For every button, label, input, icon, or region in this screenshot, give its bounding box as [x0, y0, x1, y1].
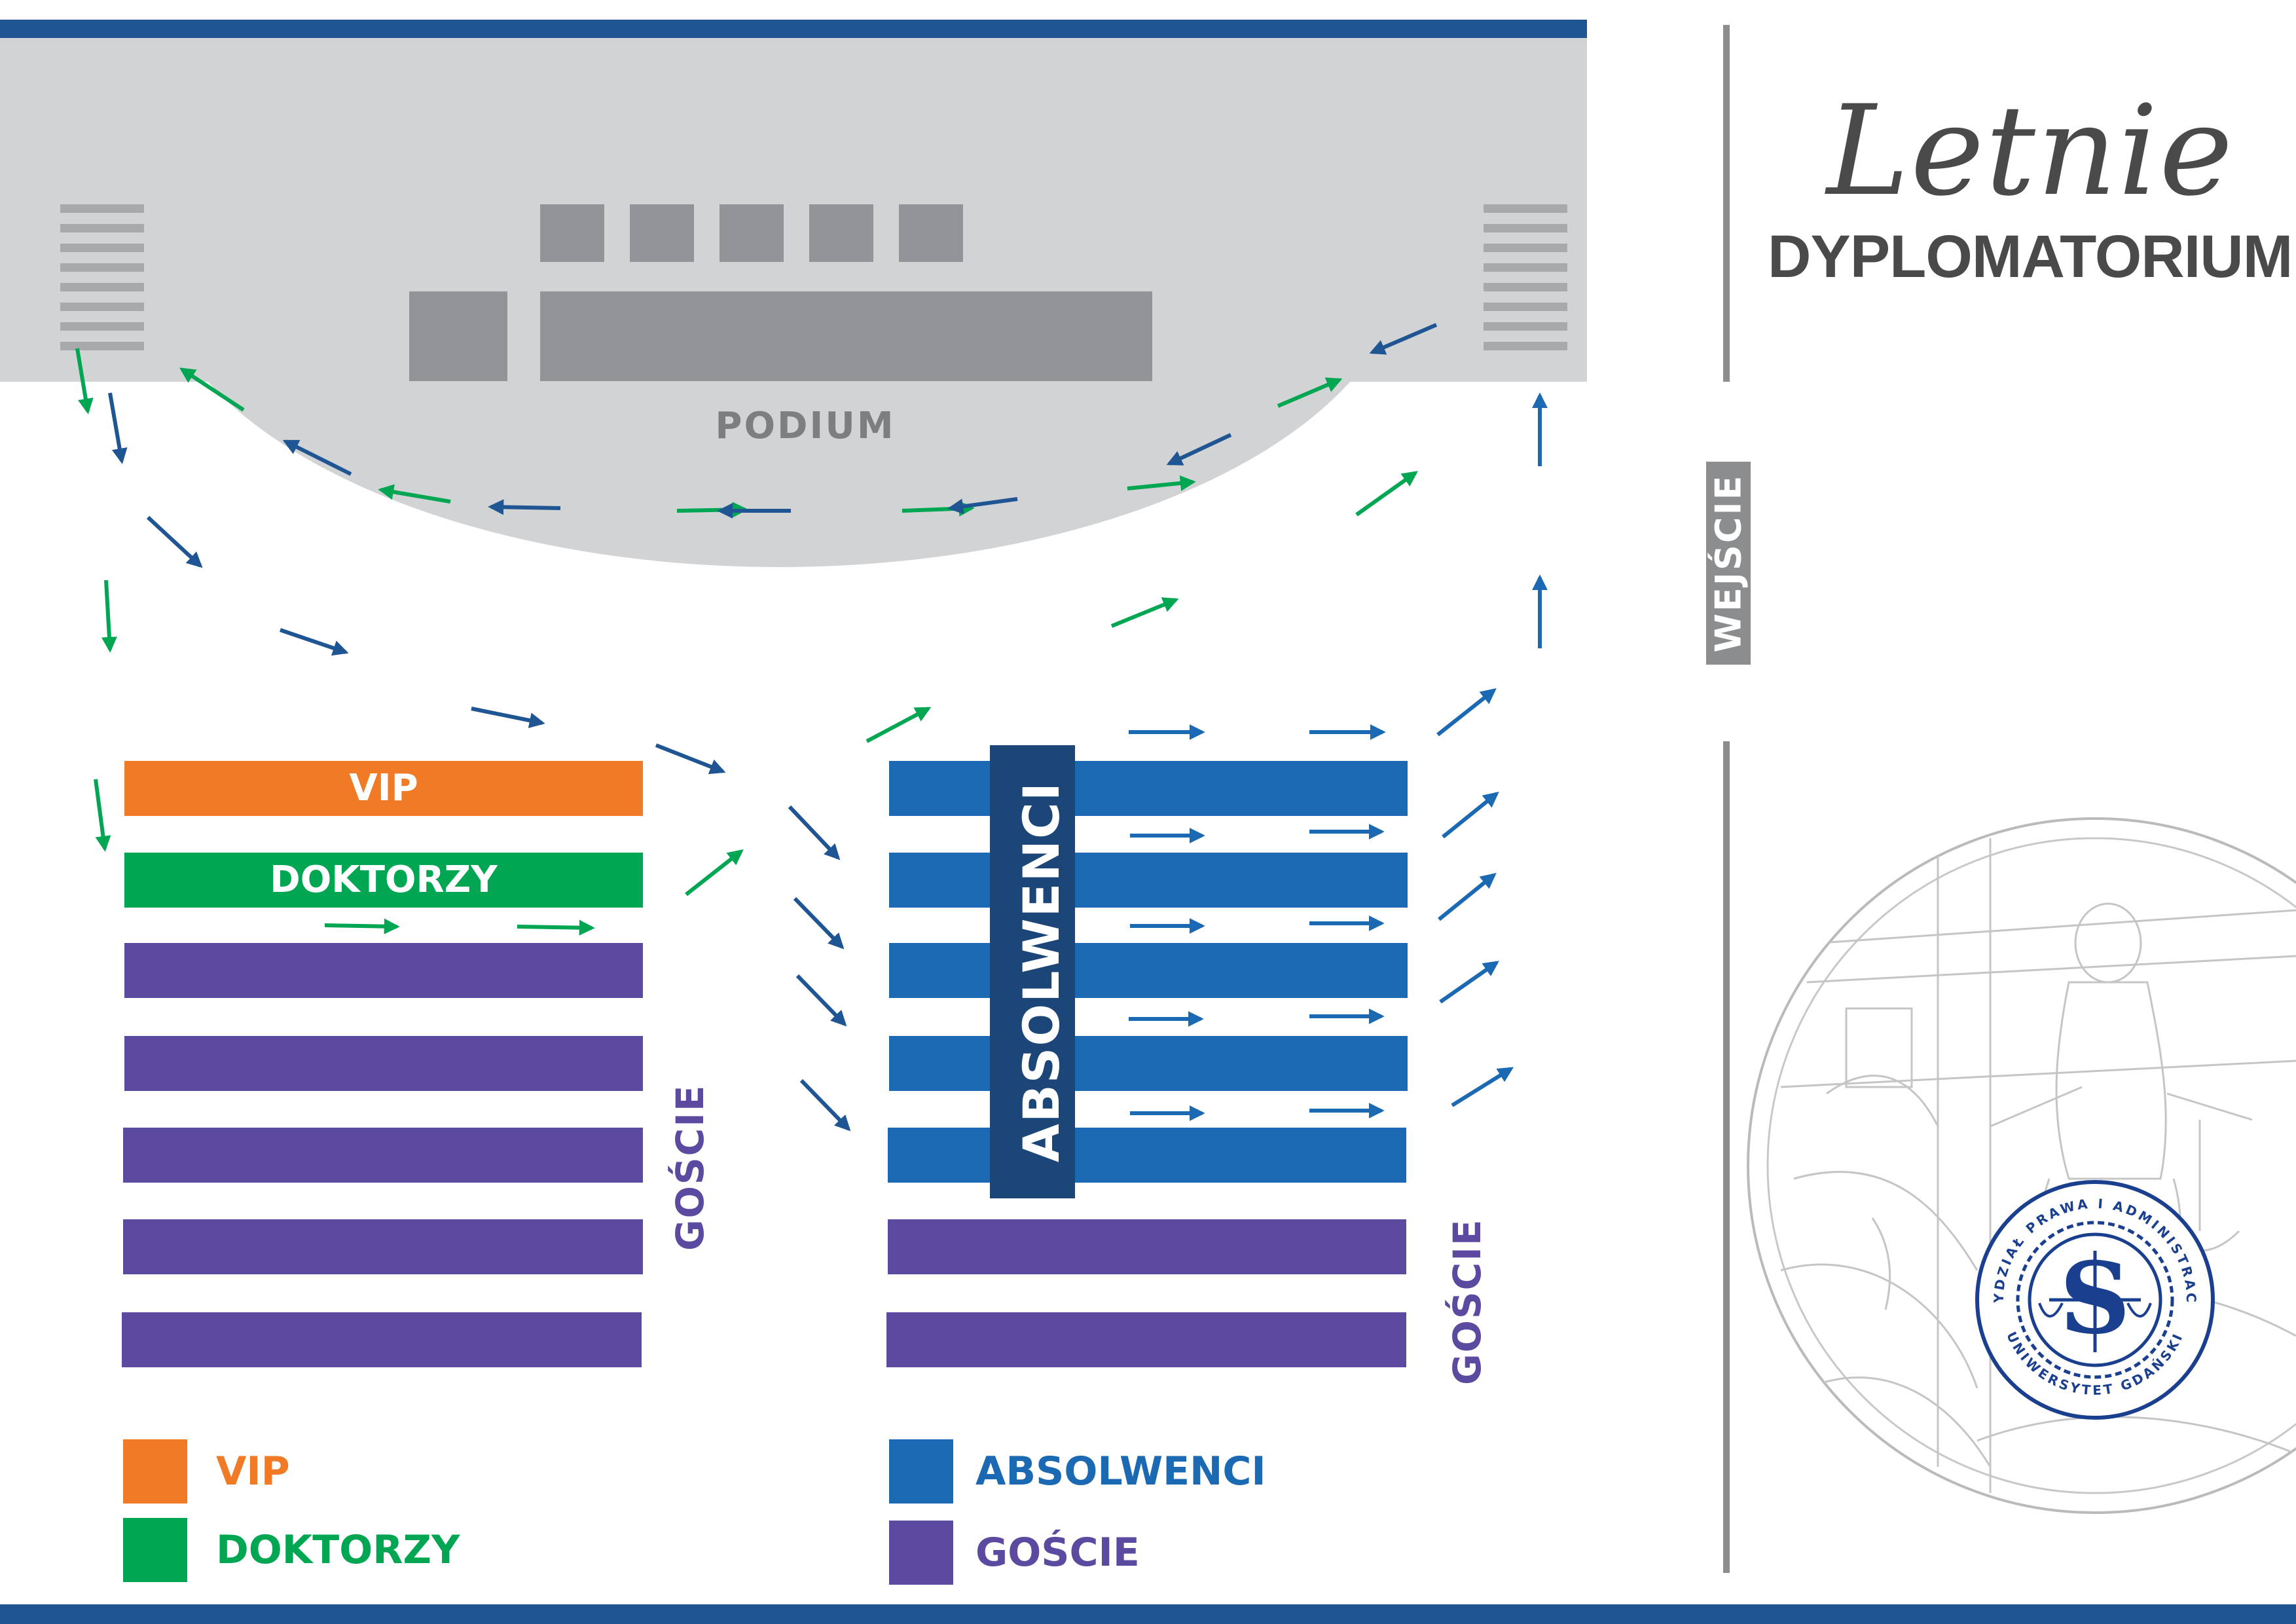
divider-top [1723, 25, 1730, 382]
legend-swatch-vip [123, 1439, 187, 1504]
arrow [788, 805, 841, 860]
row-doktorzy: DOKTORZY [124, 853, 643, 908]
blue-arrows [108, 323, 1438, 1132]
row-goscie [124, 943, 643, 998]
head-table [540, 291, 1152, 381]
legend-swatch-doktorzy [123, 1518, 187, 1582]
arrow [378, 484, 451, 504]
arrow [793, 896, 845, 950]
arrow [1442, 791, 1499, 839]
entrance-sign: WEJŚCIE [1706, 462, 1751, 665]
seal-monogram: S [2060, 1241, 2130, 1356]
arrow [799, 1079, 851, 1132]
arrow [655, 743, 726, 775]
arrow [1436, 688, 1497, 737]
arrow [324, 918, 400, 934]
arrow [282, 439, 352, 476]
arrow [1110, 597, 1179, 628]
arrow [108, 392, 128, 464]
entrance-label: WEJŚCIE [1707, 473, 1749, 653]
arrow [1277, 377, 1343, 408]
flow-arrows [75, 323, 1548, 1132]
arrow [146, 515, 203, 568]
justice-medallion-illustration: S WYDZIAŁ PRAWA I ADMINISTRACJI UNIWERSY… [1741, 812, 2296, 1514]
stage-chair [720, 204, 784, 262]
green-arrows [75, 348, 1418, 936]
row-absolwenci [889, 1036, 1408, 1091]
arrow [866, 707, 932, 743]
legend-label-absolwenci: ABSOLWENCI [975, 1449, 1266, 1494]
stage-chair [540, 204, 604, 262]
row-goscie [124, 1036, 643, 1091]
legend-swatch-absolwenci [889, 1439, 953, 1504]
arrow [685, 849, 744, 896]
legend-swatch-goscie [889, 1521, 953, 1585]
arrow [517, 919, 595, 936]
row-goscie [123, 1128, 643, 1183]
row-goscie [886, 1312, 1406, 1367]
legend-label-doktorzy: DOKTORZY [216, 1527, 460, 1573]
faculty-seal: S WYDZIAŁ PRAWA I ADMINISTRACJI UNIWERSY… [1741, 812, 2215, 1420]
podium-label: PODIUM [715, 405, 896, 447]
row-goscie [888, 1219, 1406, 1274]
arrow [1451, 1067, 1514, 1107]
lectern [409, 291, 507, 381]
arrow [280, 628, 349, 656]
row-absolwenci [889, 853, 1408, 908]
brand-title: DYPLOMATORIUM [1768, 223, 2293, 290]
row-absolwenci [888, 1128, 1406, 1183]
light-blue-arrows [1129, 392, 1548, 1121]
arrow [101, 580, 117, 653]
row-vip: VIP [124, 761, 643, 816]
arrow [1166, 433, 1232, 466]
arrow [1438, 872, 1497, 921]
brand-script-title: Letnie [1827, 79, 2234, 223]
divider-bottom [1723, 741, 1730, 1573]
arrow [471, 707, 545, 728]
row-absolwenci [889, 943, 1408, 998]
arrow [1127, 475, 1196, 491]
bottom-accent-bar [0, 1604, 2296, 1624]
absolwenci-aisle-band [990, 745, 1075, 1198]
legend-label-vip: VIP [216, 1449, 290, 1494]
arrow [179, 367, 245, 412]
top-accent-bar [0, 20, 1587, 38]
stage-chair [630, 204, 694, 262]
medallion-inner-ring [1766, 837, 2296, 1494]
medallion-outer-ring [1747, 817, 2296, 1514]
arrow [94, 779, 111, 852]
legend-label-goscie: GOŚCIE [975, 1530, 1140, 1576]
arrow [75, 348, 94, 415]
arrow [488, 499, 561, 515]
row-goscie [123, 1219, 643, 1274]
arrow [947, 497, 1018, 515]
arrow [795, 974, 847, 1027]
arrow [1439, 961, 1499, 1004]
arrow [1355, 471, 1418, 517]
arrow [1369, 323, 1438, 355]
stage-chair [809, 204, 873, 262]
row-absolwenci [889, 761, 1408, 816]
row-goscie [122, 1312, 642, 1367]
stage-chair [899, 204, 963, 262]
